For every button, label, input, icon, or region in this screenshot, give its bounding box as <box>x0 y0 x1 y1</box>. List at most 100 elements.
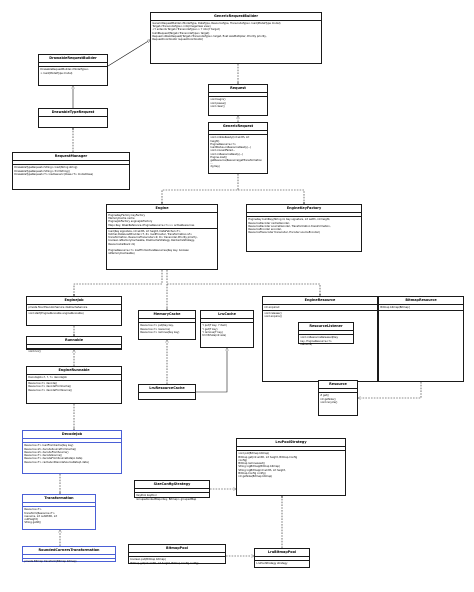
member-line: Resource<Z> decodeFromSource() <box>24 450 69 454</box>
class-name: EngineRunnable <box>27 367 121 375</box>
member-line: > load(ModelType model) <box>40 71 73 75</box>
class-name: Runnable <box>27 337 121 345</box>
class-name: BitmapResource <box>379 297 463 305</box>
member-line: Z get() <box>320 394 329 398</box>
class-name: LruResourceCache <box>139 385 195 393</box>
member-line: ResourceCallback cb) <box>108 242 136 246</box>
member-line: Resource<T> cacheAndDecodeSourceData(A d… <box>24 460 89 464</box>
member-line: Resource<T> decodeSource() <box>24 454 63 458</box>
member-line: LruPoolStrategy strategy <box>256 562 288 566</box>
member-line: dg Key) <box>210 165 220 169</box>
member-line: void pause() <box>210 101 226 105</box>
class-name: LruPoolStrategy <box>237 439 345 447</box>
member-line: void onResourceReady(...) <box>210 152 244 156</box>
member-line: void onLoadFailed... <box>210 149 236 153</box>
member-line: load(Key signature, int width, int heigh… <box>108 229 181 233</box>
class-methods: void start(EngineRunnable engineRunnable… <box>27 310 121 316</box>
class-name: Transformation <box>23 495 95 503</box>
class-methods: boolean put(Bitmap bitmap)Bitmap get(int… <box>129 556 225 569</box>
member-line: int getSize(Bitmap bitmap) <box>238 474 273 478</box>
member-line: EngineResource<?> loadFromActiveResource… <box>108 249 190 253</box>
member-line: int getSize() <box>320 397 336 401</box>
edge-generic-request-to-key-factory <box>238 189 304 204</box>
class-name: MemoryCache <box>139 311 195 319</box>
member-line: <Y extends Target<TranscodeType>> Y into… <box>152 28 220 32</box>
class-name: BitmapPool <box>129 545 225 553</box>
class-methods: Z get()int getSize()void recycle() <box>319 392 357 405</box>
class-name: RequestManager <box>13 153 129 161</box>
member-line: Resource<?> decode() <box>28 382 58 386</box>
member-line: fetcher,DataLoadProvider<T, Z> loadProvi… <box>108 233 193 236</box>
member-line: config) <box>238 458 248 462</box>
class-methods: Resource<?> decode()Resource<?> decodeFr… <box>27 380 121 393</box>
member-line: EngineKeyFactory keyFactory <box>108 213 145 217</box>
class-name: RoundedCornersTransformation <box>23 547 115 555</box>
class-methods: load(Key signature, int width, int heigh… <box>107 227 217 257</box>
class-box-drawable-type-request: DrawableTypeRequest <box>38 108 108 128</box>
member-line: private final ExecutorService diskCacheS… <box>28 305 88 309</box>
member-line: void begin() <box>210 98 226 102</box>
class-methods <box>379 310 463 339</box>
member-line: void onResourceReleased(Key <box>300 336 338 340</box>
member-line: DrawableTypeRequest<String> load(String … <box>14 166 78 170</box>
class-methods: DrawableTypeRequest<String> load(String … <box>13 164 129 177</box>
member-line: outHeight) <box>24 518 38 522</box>
member-line: Bitmap get(int width, int height, Bitmap… <box>238 455 298 459</box>
class-methods <box>139 393 195 397</box>
class-box-lru-resource-cache: LruResourceCache <box>138 384 196 400</box>
member-line: resource, int outWidth, int <box>24 514 58 518</box>
member-line: void acquire() <box>264 315 282 319</box>
class-name: EngineJob <box>27 297 121 305</box>
member-line: void onSizeReady(int width, int <box>210 136 250 140</box>
member-line: RequestCoordinator requestCoordinator) <box>152 38 204 41</box>
member-line: key, EngineResource<?> <box>300 339 332 343</box>
member-line: Engine.load() <box>210 155 228 159</box>
member-line: void recycle() <box>320 400 338 404</box>
member-line: DrawableTypeRequest<String> fromString() <box>14 169 70 173</box>
class-methods: private Bitmap transform(Bitmap bitmap) <box>23 558 115 564</box>
member-line: int acquired <box>264 305 280 309</box>
class-methods: void begin()void pause()void clear() <box>209 96 267 109</box>
class-methods: GenericRequestBuilder<ModelType, DataTyp… <box>151 21 321 42</box>
edge-generic-request-to-engine <box>162 174 239 204</box>
member-line: MemoryCache cache <box>108 217 135 221</box>
member-line: void run() <box>28 350 41 354</box>
member-line: KeyPool keyPool <box>136 494 157 498</box>
edge-engine-to-engine-job <box>74 270 163 296</box>
member-line: ResourceTranscoder transcoder, Encoder s… <box>248 231 320 235</box>
member-line: ResourceDecoder sourceDecoder, Transform… <box>248 224 331 228</box>
member-line: Y put(T key, Y item) <box>202 324 228 328</box>
class-methods: EngineKey buildKey(String id, Key signat… <box>247 216 361 235</box>
member-line: EngineKey buildKey(String id, Key signat… <box>248 218 331 222</box>
class-methods: DrawableRequestBuilder<ModelType>> load(… <box>39 66 107 75</box>
member-line: void release() <box>264 312 282 316</box>
member-line: Bitmap removeLast() <box>238 462 265 466</box>
member-line: void start(EngineRunnable engineRunnable… <box>28 312 84 316</box>
class-name: GenericRequest <box>209 123 267 131</box>
member-line: boolean put(Bitmap bitmap) <box>130 558 166 562</box>
edge-drawable-builder-to-generic-builder <box>107 40 150 67</box>
member-line: ... <box>210 162 213 166</box>
class-attributes: DecodeJob<?, ?, ?> decodeJob <box>27 375 121 380</box>
class-box-generic-request: GenericRequest void onSizeReady(int width… <box>208 122 268 174</box>
class-name: ResourceListener <box>299 323 353 331</box>
member-line: Resource<Z> decodeSourceFromCache() <box>24 447 77 451</box>
member-line: transform(Resource<T> <box>24 511 55 515</box>
member-line: String getId() <box>24 521 42 525</box>
member-line: trimToSize(int size) <box>202 334 227 338</box>
class-name: GenericRequestBuilder <box>151 13 321 21</box>
member-line: DecodeJob<?, ?, ?> decodeJob <box>28 375 67 379</box>
member-line: private Bitmap transform(Bitmap bitmap) <box>24 560 77 564</box>
